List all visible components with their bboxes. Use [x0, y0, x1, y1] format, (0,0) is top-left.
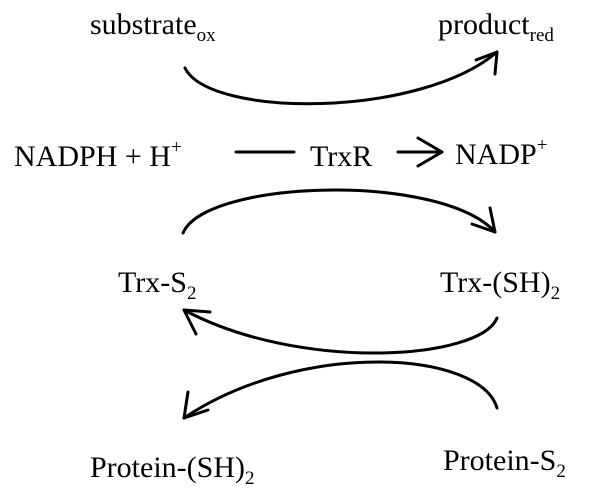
reaction-arrows	[181, 50, 499, 420]
arrow-protein-s2-to-protein-sh2	[182, 360, 499, 420]
trx-s2-base: Trx-S	[118, 266, 187, 299]
protein-sh2-base: Protein-(SH)	[90, 451, 245, 484]
protein-s2-sub: 2	[556, 461, 566, 482]
label-protein-sh2: Protein-(SH)2	[90, 451, 254, 489]
product-sub: red	[529, 25, 554, 46]
label-substrate-ox: substrateox	[90, 8, 216, 46]
nadph-base: NADPH + H	[14, 140, 171, 173]
arrowhead-protein-sh2	[182, 390, 210, 420]
arrowhead-product	[474, 50, 499, 76]
product-base: product	[438, 8, 530, 41]
label-trx-sh2: Trx-(SH)2	[440, 266, 560, 304]
trx-sh2-base: Trx-(SH)	[440, 266, 551, 299]
nadp-sup: +	[536, 135, 548, 156]
trx-s2-sub: 2	[186, 283, 197, 304]
arrow-trx-s2-to-trx-sh2	[181, 188, 497, 235]
arrow-substrate-to-product	[183, 50, 499, 106]
label-nadph-h: NADPH + H+	[14, 138, 182, 173]
substrate-base: substrate	[90, 8, 197, 41]
arrowhead-nadp	[416, 136, 444, 168]
trx-sh2-sub: 2	[550, 283, 561, 304]
label-protein-s2: Protein-S2	[443, 444, 566, 482]
substrate-sub: ox	[196, 25, 216, 46]
label-product-red: productred	[438, 8, 554, 46]
arrowhead-trx-s2	[182, 308, 212, 336]
arrowhead-trx-sh2	[470, 206, 497, 234]
label-nadp: NADP+	[455, 136, 547, 171]
nadph-sup: +	[170, 137, 182, 158]
arrow-trx-sh2-to-trx-s2	[182, 308, 499, 355]
protein-s2-base: Protein-S	[443, 444, 557, 477]
nadp-base: NADP	[455, 138, 537, 171]
label-trx-s2: Trx-S2	[118, 266, 196, 304]
label-trxr: TrxR	[310, 140, 373, 173]
